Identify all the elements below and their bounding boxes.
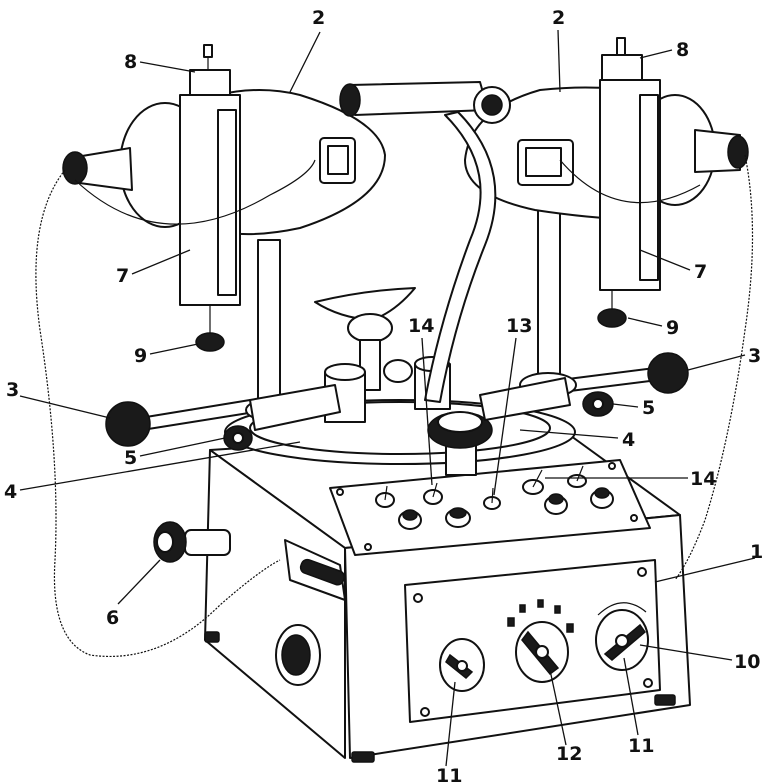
callout-2-left: 2 [312, 7, 325, 29]
side-handle[interactable] [284, 539, 346, 601]
side-connector-6[interactable] [153, 521, 231, 563]
cables [35, 154, 754, 658]
callout-9-right: 9 [666, 317, 679, 339]
callout-14-right: 14 [690, 468, 716, 490]
callout-9-left: 9 [134, 345, 147, 367]
callout-2-right: 2 [552, 7, 565, 29]
callout-3-left: 3 [6, 379, 19, 401]
callout-7-right: 7 [694, 261, 707, 283]
callout-4-right: 4 [622, 429, 635, 451]
callout-14-left: 14 [408, 315, 434, 337]
callout-8-left: 8 [124, 51, 137, 73]
callout-11-left: 11 [436, 765, 462, 784]
right-eyepiece[interactable] [694, 129, 749, 173]
right-post [479, 194, 577, 421]
callout-labels: 2 2 8 8 7 7 9 9 3 3 5 5 4 4 14 13 14 6 1… [4, 7, 763, 784]
central-knob[interactable] [427, 411, 493, 476]
leader-lines [19, 29, 756, 767]
callout-11-right: 11 [628, 735, 654, 757]
right-knob-5[interactable] [582, 391, 614, 417]
chin-rest [314, 287, 416, 391]
callout-5-right: 5 [642, 397, 655, 419]
knob-center-12[interactable] [507, 599, 574, 683]
callout-6: 6 [106, 607, 119, 629]
left-scale-plate-7 [179, 94, 241, 306]
left-screw-9[interactable] [195, 305, 225, 352]
callout-7-left: 7 [116, 265, 129, 287]
callout-4-left: 4 [4, 481, 17, 503]
knob-right-11[interactable] [595, 602, 649, 671]
callout-12: 12 [556, 743, 582, 765]
left-eyepiece[interactable] [62, 147, 133, 191]
callout-8-right: 8 [676, 39, 689, 61]
callout-5-left: 5 [124, 447, 137, 469]
left-post [245, 239, 341, 431]
right-screw-9[interactable] [597, 290, 627, 328]
callout-10: 10 [734, 651, 760, 673]
left-lever-3[interactable] [105, 399, 256, 447]
push-buttons[interactable] [398, 487, 614, 530]
right-scale-plate-7 [599, 79, 661, 291]
right-lever-3[interactable] [559, 352, 689, 394]
left-slide-8[interactable] [189, 44, 231, 96]
callout-13: 13 [506, 315, 532, 337]
right-slide-8[interactable] [601, 37, 643, 81]
callout-1: 1 [750, 541, 763, 563]
callout-3-right: 3 [748, 345, 761, 367]
side-dial[interactable] [275, 624, 321, 686]
left-knob-5[interactable] [223, 425, 253, 451]
observation-tube [339, 81, 511, 403]
knob-left-11[interactable] [439, 638, 485, 692]
toggle-switches[interactable] [375, 465, 587, 510]
